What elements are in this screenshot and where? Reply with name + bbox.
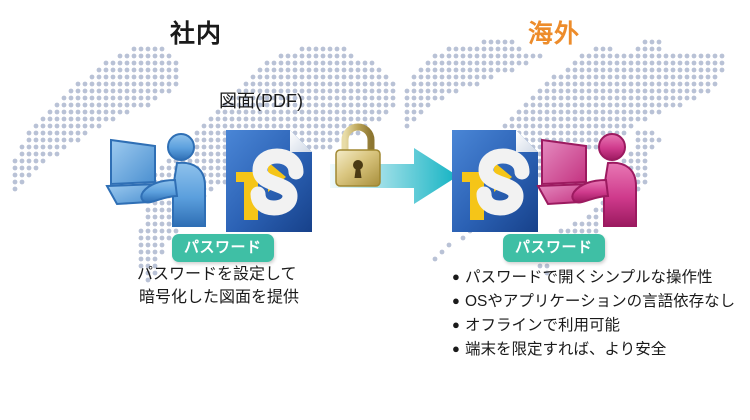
- right-arrow-icon: [330, 148, 458, 204]
- benefit-item-label: パスワードで開くシンプルな操作性: [465, 269, 713, 286]
- heading-domestic: 社内: [170, 20, 223, 48]
- bullet-marker-icon: ●: [452, 269, 460, 284]
- benefit-list: ● パスワードで開くシンプルな操作性 ● OSやアプリケーションの言語依存なし ● オフラ…: [452, 266, 735, 362]
- ts-logo-letter-s: [476, 148, 530, 216]
- heading-overseas: 海外: [528, 20, 581, 48]
- benefit-item: ● OSやアプリケーションの言語依存なし: [452, 290, 735, 314]
- benefit-item-label: OSやアプリケーションの言語依存なし: [465, 293, 736, 311]
- person-at-computer-icon-pink: [534, 130, 652, 232]
- benefit-item-label: オフラインで利用可能: [465, 317, 621, 335]
- bullet-marker-icon: ●: [452, 341, 460, 357]
- password-badge-left: パスワード: [172, 234, 274, 262]
- caption-left: パスワードを設定して暗号化した図面を提供: [137, 263, 299, 309]
- ts-document-icon-left: [224, 128, 316, 234]
- password-badge-right: パスワード: [503, 234, 605, 262]
- caption-left-line-2: 暗号化した図面を提供: [139, 289, 300, 307]
- benefit-item: ● オフラインで利用可能: [452, 314, 735, 338]
- benefit-item: ● パスワードで開くシンプルな操作性: [452, 266, 735, 290]
- person-at-computer-icon-blue: [103, 130, 221, 232]
- caption-left-line-1: パスワードを設定して: [137, 266, 297, 283]
- bullet-marker-icon: ●: [452, 293, 460, 309]
- benefit-item: ● 端末を限定すれば、より安全: [452, 338, 735, 362]
- document-type-label: 図面(PDF): [219, 91, 303, 111]
- ts-document-icon-right: [450, 128, 542, 234]
- ts-logo-letter-s: [250, 148, 304, 216]
- padlock-icon: [328, 122, 388, 192]
- benefit-item-label: 端末を限定すれば、より安全: [465, 341, 667, 359]
- bullet-marker-icon: ●: [452, 317, 460, 333]
